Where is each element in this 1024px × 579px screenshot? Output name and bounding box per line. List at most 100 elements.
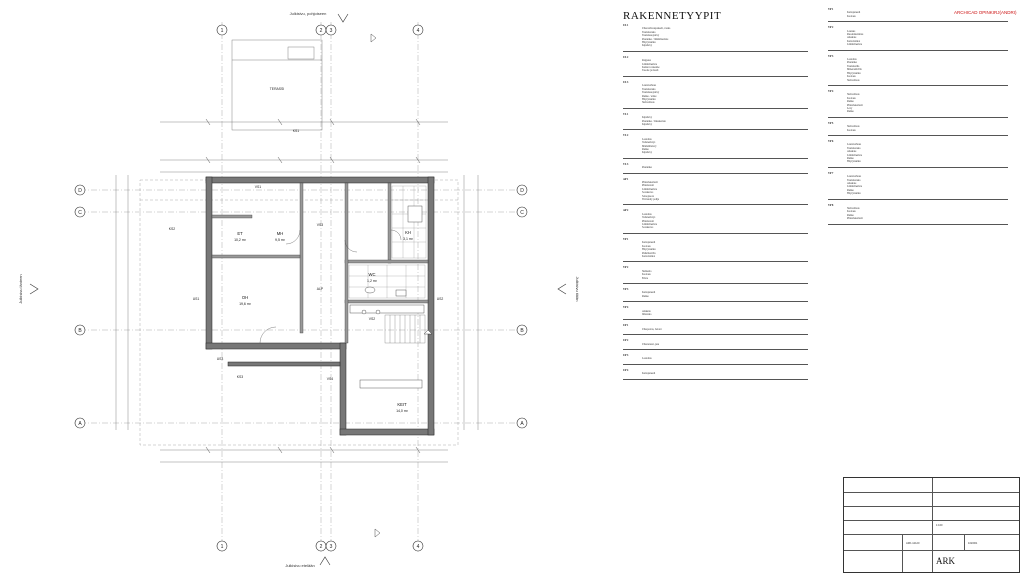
- layer-description: Runko: [847, 188, 854, 192]
- room-area: 10,2 m²: [234, 238, 247, 242]
- layer-thickness: [828, 129, 847, 132]
- layer-line: Runko: [623, 295, 808, 298]
- axis-markers: [74, 24, 528, 552]
- elevation-label-east: Julkisivu itään: [575, 277, 580, 302]
- separator: [623, 319, 808, 321]
- layer-thickness: [623, 255, 642, 258]
- layer-description: Lautaus: [847, 29, 856, 33]
- layer-line: Pintamateriaali: [623, 181, 808, 184]
- layer-thickness: [623, 277, 642, 280]
- layer-line: Sorakerros: [623, 191, 808, 194]
- sheet-number: 102/001: [968, 542, 978, 545]
- layer-line: Tuuletusrako: [623, 31, 808, 34]
- layer-line: Sisäverhous: [828, 93, 1008, 96]
- elevation-arrows: [29, 13, 567, 566]
- layer-line: Höyrynsulku: [623, 98, 808, 101]
- layer-description: Lämmöneriste: [847, 153, 862, 157]
- structure-code: YP 3: [828, 54, 834, 58]
- axis-number: 1: [221, 544, 224, 550]
- layer-line: Runko: [828, 157, 1008, 160]
- separator: [623, 349, 808, 350]
- separator: [623, 129, 808, 131]
- layer-line: Vedeneristys: [623, 216, 808, 219]
- mark-us3: US3: [217, 357, 224, 361]
- layer-line: Märkätilalevy: [623, 145, 808, 148]
- layer-description: Kattoristikot: [642, 254, 656, 258]
- layer-description: Ulkoverhouspaneeli, vaaka: [642, 27, 671, 31]
- layer-thickness: [828, 217, 847, 220]
- layer-line: Höyrynsulku: [828, 72, 1008, 75]
- layer-description: Vedeneristys: [642, 216, 656, 220]
- layer-line: Aluskate: [828, 150, 1008, 153]
- layer-line: Ulkoterassi, puu: [623, 343, 808, 346]
- layer-line: Kipsilevy: [623, 123, 808, 126]
- floor-plan: 1 2 3 4 1 2 3 4 D C B A D C B A Julkisiv…: [18, 11, 580, 568]
- layer-line: Koolaus: [828, 97, 1008, 100]
- elevation-label-north: Julkisivu, pohjoiseen: [290, 11, 327, 16]
- layer-description: Tuulensuojalevy: [642, 91, 660, 95]
- axis-letter: A: [78, 421, 82, 427]
- exterior-walls: [205, 176, 435, 436]
- layer-description: Tasoite ja maali: [642, 69, 659, 73]
- layer-line: Koolaus: [828, 75, 1008, 78]
- page-title: RAKENNETYYPIT: [623, 10, 722, 22]
- layer-description: Lämmöneriste: [847, 43, 862, 47]
- layer-description: Puurunko: [642, 166, 653, 170]
- room-name: WC: [369, 272, 376, 277]
- layer-description: Kattopaneeli: [642, 241, 656, 245]
- room-name: KH: [405, 230, 411, 235]
- layer-description: Runko / eriste: [642, 94, 657, 98]
- layer-description: Ilmarako: [642, 312, 652, 316]
- structure-code: VS 1: [623, 112, 629, 116]
- layer-line: Lämmöneriste: [828, 154, 1008, 157]
- axis-number: 4: [417, 28, 420, 34]
- layer-line: Kantava rakenne: [623, 66, 808, 69]
- layer-line: Kattopaneeli: [828, 11, 1008, 14]
- layer-description: Vedeneristys: [642, 141, 656, 145]
- layer-description: Höyrynsulku: [847, 192, 861, 196]
- layer-description: Salaojasora: [642, 194, 654, 198]
- separator: [828, 166, 1008, 168]
- separator: [828, 198, 1008, 200]
- axis-letter: C: [520, 210, 524, 216]
- layer-description: Pintabetoni: [642, 184, 654, 188]
- layer-description: Ulkoporras, betoni: [642, 327, 662, 331]
- layer-description: Laatoitus: [642, 357, 652, 361]
- layer-description: Kattopaneeli: [847, 11, 861, 15]
- layer-description: Aluskate: [847, 182, 857, 186]
- mark-vs3: VS3: [317, 223, 324, 227]
- axis-letter: D: [78, 188, 82, 194]
- layer-description: Sisäverhous: [642, 101, 655, 105]
- layer-line: Kattopaneeli: [623, 372, 808, 375]
- layer-line: Koolaus: [828, 210, 1008, 213]
- layer-thickness: [828, 79, 847, 82]
- layer-line: Eriste: [623, 277, 808, 280]
- layer-line: Lautaverhous: [623, 84, 808, 87]
- layer-thickness: [623, 357, 642, 360]
- drawing-number: ARK-12120: [906, 542, 920, 545]
- mark-alp: ALP: [317, 287, 324, 291]
- layer-thickness: [623, 372, 642, 375]
- layer-description: Laatoitus: [847, 58, 857, 62]
- layer-description: Alakatto: [642, 309, 651, 313]
- layer-line: Koolaus: [623, 273, 808, 276]
- layer-line: Koolaus: [623, 245, 808, 248]
- layer-line: Sisäkatto: [623, 270, 808, 273]
- layer-line: Höyrynsulku: [623, 41, 808, 44]
- mark-ks3: KS3: [237, 375, 244, 379]
- layer-description: Sisäkatto: [642, 269, 652, 273]
- layer-line: Kattoristikot: [828, 40, 1008, 43]
- structure-code: UP 1: [623, 324, 629, 328]
- layer-line: Aluskate: [828, 182, 1008, 185]
- layer-line: Laatoitus: [623, 213, 808, 216]
